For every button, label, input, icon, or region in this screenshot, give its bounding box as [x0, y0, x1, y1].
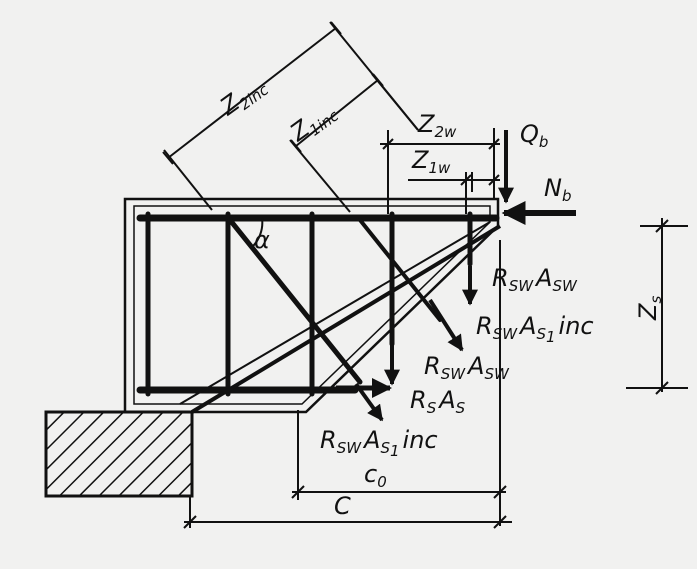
- c-label: C: [334, 492, 351, 520]
- z2w-label: Z2w: [417, 110, 457, 141]
- support-block: [44, 410, 194, 498]
- dimension-zs: [626, 218, 688, 395]
- inclined-bar: [227, 217, 363, 385]
- z1w-label: Z1w: [411, 146, 451, 177]
- dimension-inclined: [162, 21, 419, 213]
- qb-label: Qb: [520, 120, 548, 151]
- force-arrows-internal: [336, 266, 478, 422]
- alpha-arc: [250, 217, 264, 249]
- dimension-bottom: [183, 240, 512, 529]
- zs-label: Zs: [634, 296, 665, 321]
- alpha-label: α: [254, 226, 270, 254]
- nb-label: Nb: [544, 174, 571, 205]
- inclined-bar-2: [358, 218, 442, 322]
- c0-label: c0: [364, 460, 387, 491]
- force-arrows-top: [498, 130, 576, 225]
- compression-strut: [179, 221, 502, 414]
- corbel-outline: [123, 197, 500, 414]
- reinforcement: [136, 211, 500, 397]
- dimension-horizontal-top: [380, 128, 500, 214]
